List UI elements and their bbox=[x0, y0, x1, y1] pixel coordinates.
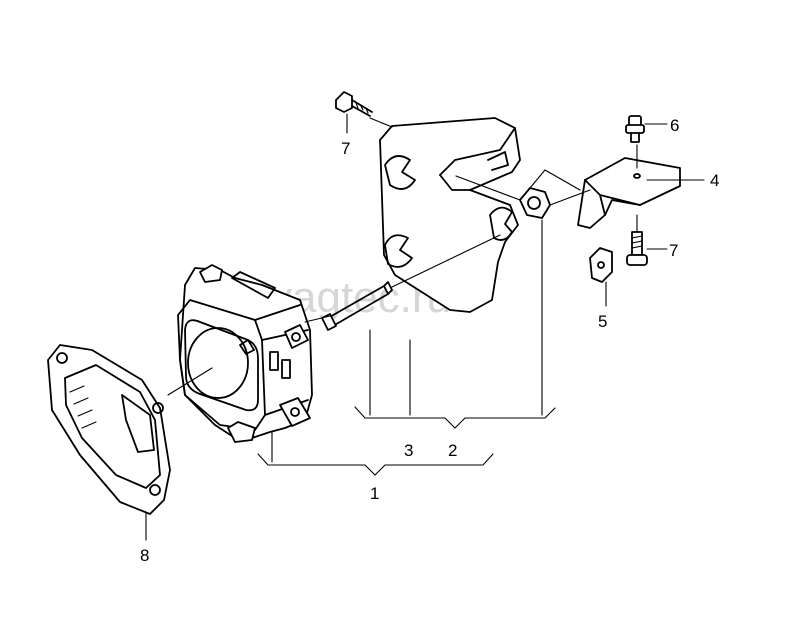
leader-lines bbox=[145, 113, 705, 541]
callout-4: 4 bbox=[710, 171, 719, 190]
bolt-6 bbox=[625, 115, 645, 143]
gasket-frame bbox=[47, 344, 171, 515]
callout-labels: 1 2 3 4 5 6 7 7 8 bbox=[140, 116, 719, 565]
callout-8: 8 bbox=[140, 546, 149, 565]
callout-2: 2 bbox=[448, 441, 457, 460]
callout-7-lower: 7 bbox=[669, 241, 678, 260]
hex-nut bbox=[519, 187, 551, 219]
callout-6: 6 bbox=[670, 116, 679, 135]
radar-sensor-unit bbox=[177, 264, 313, 443]
bolt-7-lower bbox=[626, 231, 648, 266]
callout-7-upper: 7 bbox=[341, 139, 350, 158]
callout-3: 3 bbox=[404, 441, 413, 460]
clip-nut bbox=[589, 247, 613, 283]
mounting-bracket bbox=[379, 117, 521, 313]
holder-bracket bbox=[577, 157, 681, 229]
callout-1: 1 bbox=[370, 484, 379, 503]
callout-5: 5 bbox=[598, 312, 607, 331]
screw-7-upper bbox=[335, 91, 373, 117]
long-bolt bbox=[321, 281, 393, 331]
